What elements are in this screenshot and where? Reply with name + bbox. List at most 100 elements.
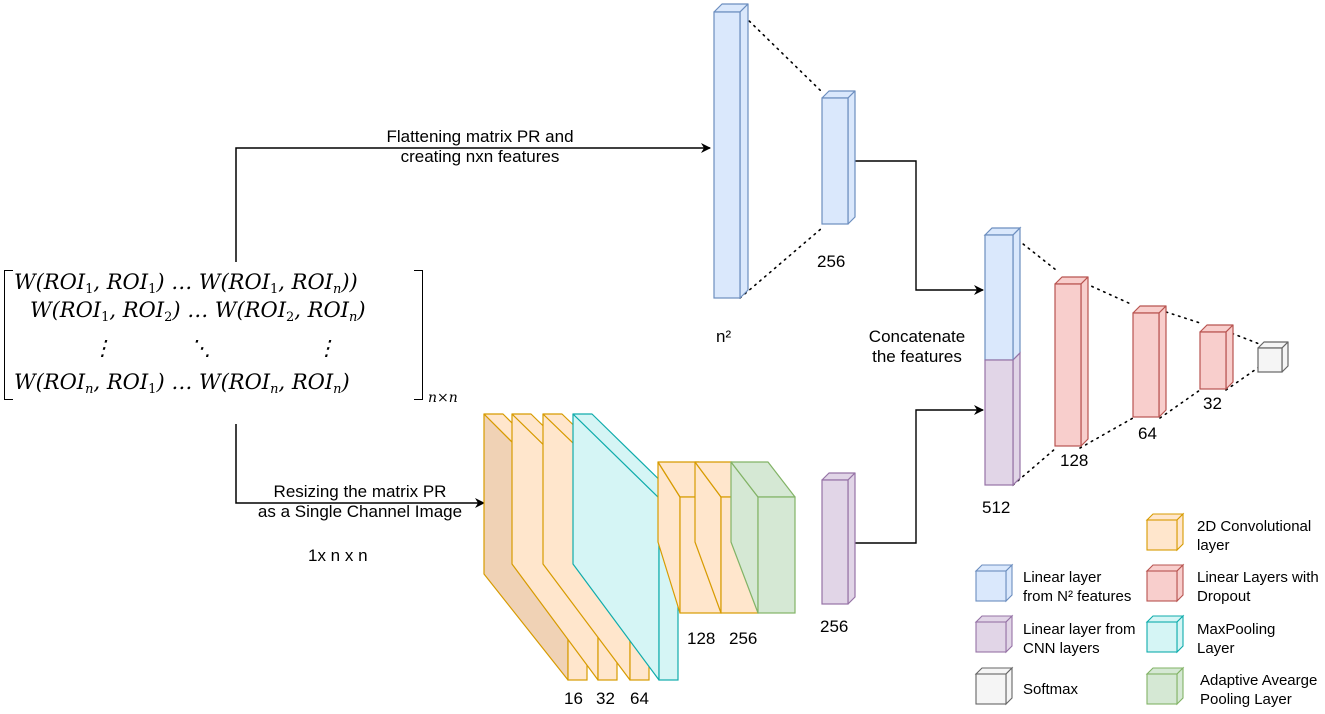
dots-n2-top [739,11,823,93]
legend-swatch-front-adaptive-pool [1146,673,1178,705]
legend-swatch-side-conv2d [1176,512,1184,552]
legend-label-line1: Linear Layers with [1197,569,1319,586]
linear-256-block-front [821,97,849,225]
matrix-size-subscript: n×n [428,390,458,406]
dropout-32-block [1199,324,1234,390]
legend-swatch-side-adaptive-pool [1176,666,1184,706]
legend-label-line1: MaxPooling [1197,621,1276,638]
matrix-dots-diag: ⋱ [190,336,211,360]
dots-n2-bottom [739,227,823,299]
linear-n2-block [713,3,749,299]
linear-256-block-side [847,90,856,225]
dropout-32-block-front [1199,331,1227,390]
adaptive-pool-slab [730,461,796,614]
legend-swatch-side-linear-cnn [1005,614,1013,654]
dropout-32-block-side [1225,324,1234,390]
concat-512-block [983,226,1022,487]
legend-label-line1: Softmax [1023,681,1079,698]
linear-n2-block-side [739,3,749,299]
legend-swatch-linear-n2 [974,563,1014,603]
dots-32-softmax-bottom [1225,364,1263,391]
legend-swatch-front-maxpool [1146,621,1178,653]
cnn-linear-256-block [821,472,856,605]
dots-64-32-top [1159,309,1201,324]
dots-concat-128-bottom [1012,447,1057,486]
legend-label-line1: Adaptive Avearge [1200,672,1318,689]
legend-swatch-linear-cnn [974,614,1014,654]
dropout-128-block [1054,276,1089,447]
conv-256-label: 256 [729,629,758,648]
linear-n2-block-front [713,11,741,299]
flatten-label-line2: creating nxn features [400,147,560,166]
legend-swatch-linear-dropout [1145,563,1185,603]
legend-swatch-adaptive-pool [1145,666,1185,706]
dropout-64-block-front [1132,312,1160,418]
concat-side-bottom [1012,351,1021,487]
matrix-row-2: W(ROI1, ROI2) … W(ROI2, ROIn) [30,298,366,325]
cnn-linear-256-block-side [847,472,856,605]
conv-128-label: 128 [687,629,716,648]
matrix-left-bracket [4,270,13,400]
dropout-128-block-front [1054,283,1082,447]
legend-label-line2: layer [1197,537,1230,554]
dots-concat-128-top [1012,235,1057,271]
concat-512-label: 512 [982,498,1011,517]
conv-16-label: 16 [564,689,583,708]
legend-swatch-front-conv2d [1146,519,1178,551]
dropout-64-label: 64 [1138,424,1157,443]
legend-swatch-maxpool [1145,614,1185,654]
legend-label-line2: Layer [1197,640,1235,657]
legend-label-line1: Linear layer [1023,569,1102,586]
legend-label-line2: Dropout [1197,588,1251,605]
legend-label-line1: 2D Convolutional [1197,518,1312,535]
softmax-block-front [1257,347,1283,373]
matrix-right-bracket [414,270,423,400]
cnn-linear-256-label: 256 [820,617,849,636]
cnn-linear-256-block-front [821,479,849,605]
arrow-flatten [235,143,711,262]
legend-swatch-front-linear-n2 [975,570,1007,602]
conv-64-label: 64 [630,689,649,708]
legend-label-linear-n2: Linear layer from N² features [1023,568,1131,606]
resize-label-line2: as a Single Channel Image [257,502,463,521]
concat-front-top [984,234,1014,361]
concat-side-top [1012,226,1021,362]
legend-label-line1: Linear layer from [1023,621,1136,638]
legend-swatch-front-softmax [975,673,1007,705]
dots-64-32-bottom [1159,389,1201,419]
resize-label: Resizing the matrix PR as a Single Chann… [220,482,500,522]
legend-swatch-front-linear-cnn [975,621,1007,653]
conv-32-label: 32 [596,689,615,708]
matrix-row-n: W(ROIn, ROI1) … W(ROIn, ROIn) [14,370,350,397]
connector-lines [235,11,1263,544]
legend-swatches [974,512,1185,706]
legend-swatch-softmax [974,666,1014,706]
legend-swatch-side-linear-n2 [1005,563,1013,603]
maxpool-slab [572,413,679,681]
arrow-linear-to-concat [851,160,984,295]
matrix-dots-col3: ⋮ [316,336,337,360]
legend-label-conv2d: 2D Convolutional layer [1197,517,1311,555]
matrix-row-1: W(ROI1, ROI1) … W(ROI1, ROIn)) [14,270,358,297]
adaptive-pool-slab-edge [757,496,796,614]
concat-label-line2: the features [872,347,962,366]
legend-label-line2: from N² features [1023,588,1132,605]
legend-swatch-conv2d [1145,512,1185,552]
flatten-label-line1: Flattening matrix PR and [386,127,574,146]
dropout-128-block-side [1080,276,1089,447]
legend-swatch-side-maxpool [1176,614,1184,654]
legend-label-softmax: Softmax [1023,680,1078,699]
concat-label: Concatenate the features [852,327,982,367]
concat-front-bottom [984,359,1014,486]
matrix-dots-col1: ⋮ [92,336,113,360]
arrow-cnn-to-concat [851,405,984,544]
legend-label-line2: CNN layers [1023,640,1100,657]
legend-swatch-front-linear-dropout [1146,570,1178,602]
input-shape-label: 1x n x n [308,546,368,565]
layer-blocks [483,3,1289,681]
